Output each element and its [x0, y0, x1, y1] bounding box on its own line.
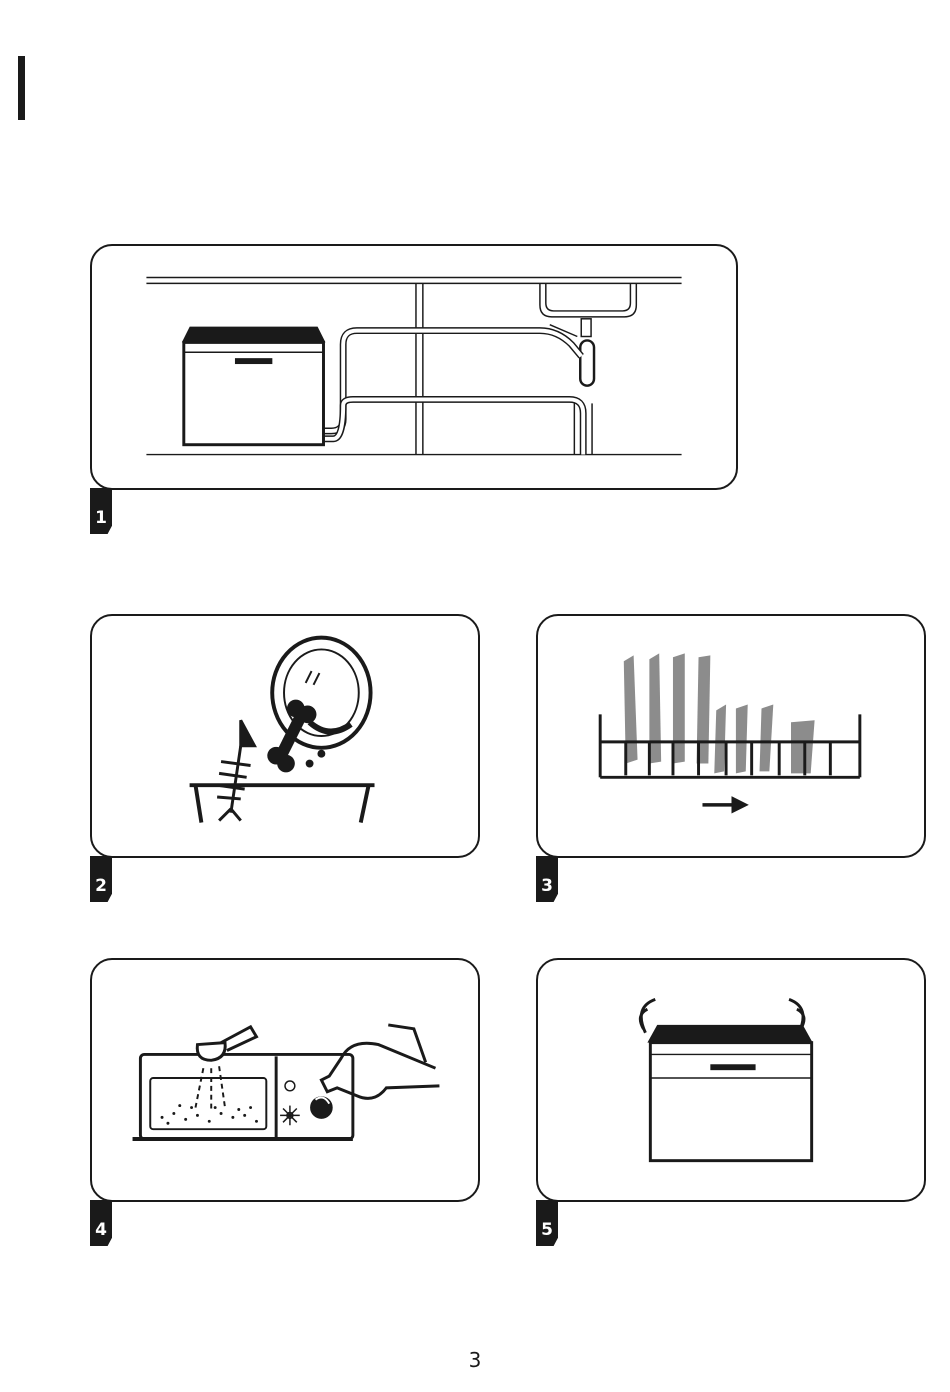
step-2-panel [90, 614, 480, 858]
add-detergent-illustration [92, 960, 478, 1200]
step-2-number: 2 [90, 856, 112, 902]
step-3-number: 3 [536, 856, 558, 902]
fish-bone-icon [217, 720, 254, 820]
installation-illustration [92, 246, 736, 488]
dish-rack-icon [600, 714, 860, 777]
load-rack-illustration [538, 616, 924, 856]
step-5-number: 5 [536, 1200, 558, 1246]
bone-icon [267, 700, 351, 773]
detergent-scoop-icon [195, 1027, 256, 1110]
section-marker-bar [18, 56, 25, 120]
scrape-food-illustration [92, 616, 478, 856]
step-4-panel [90, 958, 480, 1202]
dishwasher-icon [182, 327, 326, 445]
step-3-panel [536, 614, 926, 858]
hose-icon [323, 331, 583, 455]
step-1-number: 1 [90, 488, 112, 534]
dishwasher-icon [647, 1025, 812, 1161]
page-number: 3 [0, 1348, 950, 1372]
arrow-right-icon [702, 797, 747, 813]
start-dishwasher-illustration [538, 960, 924, 1200]
step-5-panel [536, 958, 926, 1202]
dish-rack-plates [624, 653, 815, 773]
step-4-number: 4 [90, 1200, 112, 1246]
trash-bin-icon [190, 785, 375, 822]
rinse-aid-bottle-icon [312, 1025, 440, 1117]
detergent-granules [161, 1104, 258, 1125]
step-1-panel [90, 244, 738, 490]
sun-icon [280, 1106, 300, 1126]
